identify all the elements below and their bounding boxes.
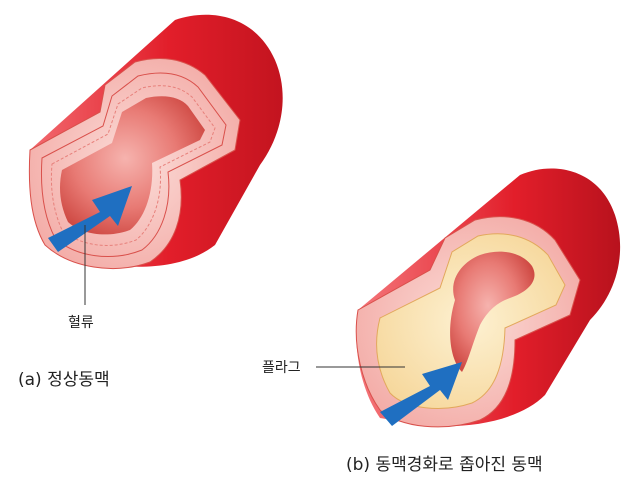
caption-normal-artery: (a) 정상동맥 (18, 370, 110, 390)
normal-artery: 혈류 (a) 정상동맥 (18, 14, 283, 390)
artery-a-layer-line-1 (40, 72, 227, 257)
caption-narrowed-artery: (b) 동맥경화로 좁아진 동맥 (346, 455, 543, 475)
plaque-label: 플라그 (262, 360, 301, 376)
blood-flow-label: 혈류 (68, 315, 94, 331)
narrowed-artery: 플라그 (b) 동맥경화로 좁아진 동맥 (262, 168, 621, 475)
blood-flow-arrow-a (48, 186, 132, 252)
artery-b-lumen (450, 251, 535, 372)
blood-flow-arrow-b (380, 362, 462, 426)
artery-a-layer-line-2 (50, 85, 216, 246)
